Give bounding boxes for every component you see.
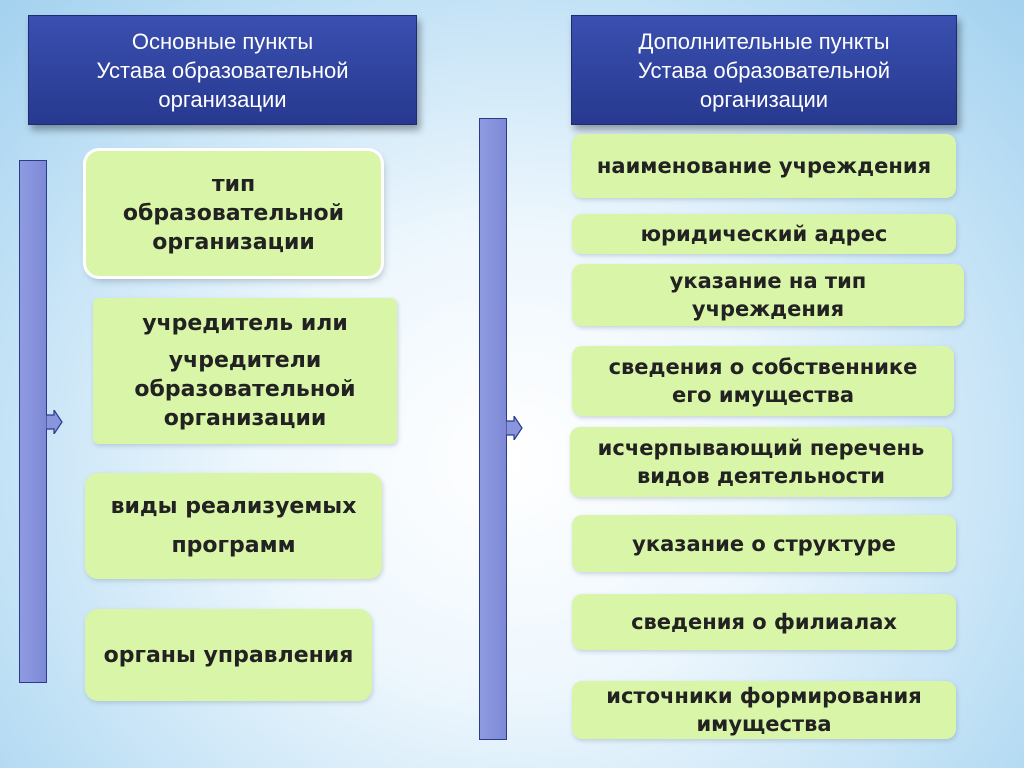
right-item-branches: сведения о филиалах <box>572 594 956 650</box>
item-line: органы управления <box>103 642 354 668</box>
left-item-programs: виды реализуемых программ <box>85 473 382 579</box>
right-bracket-bar <box>479 118 507 740</box>
left-header-line: Устава образовательной <box>96 58 349 83</box>
left-bracket-bar <box>19 160 47 683</box>
left-header: Основные пункты Устава образовательной о… <box>28 15 417 125</box>
right-item-institution-type: указание на тип учреждения <box>572 264 964 326</box>
left-header-line: Основные пункты <box>131 29 314 54</box>
item-line: его имущества <box>671 383 855 407</box>
right-header-line: Устава образовательной <box>638 58 890 83</box>
item-line: образовательной <box>122 201 345 226</box>
item-line: учреждения <box>691 297 845 321</box>
item-line: видов деятельности <box>636 464 886 488</box>
item-line: юридический адрес <box>640 222 888 246</box>
right-header-line: организации <box>699 87 829 112</box>
right-item-activities: исчерпывающий перечень видов деятельност… <box>570 427 952 497</box>
left-header-line: организации <box>158 87 287 112</box>
left-item-school-type: тип образовательной организации <box>86 151 381 276</box>
item-line: указание о структуре <box>632 531 896 556</box>
right-arrow-icon <box>46 410 63 434</box>
right-item-name: наименование учреждения <box>572 134 956 198</box>
right-item-legal-address: юридический адрес <box>572 214 956 254</box>
right-header-line: Дополнительные пункты <box>638 29 890 54</box>
right-arrow-icon <box>506 416 523 440</box>
item-line: организации <box>163 406 327 431</box>
left-item-founder: учредитель или учредители образовательно… <box>93 298 397 444</box>
right-header: Дополнительные пункты Устава образовател… <box>571 15 957 125</box>
item-line: указание на тип <box>669 269 867 293</box>
item-line: программ <box>171 533 296 558</box>
item-line: сведения о собственнике <box>608 355 918 379</box>
right-item-owner-info: сведения о собственнике его имущества <box>572 346 954 416</box>
item-line: имущества <box>696 712 832 736</box>
item-line: исчерпывающий перечень <box>597 436 925 460</box>
item-line: образовательной <box>134 377 356 402</box>
item-line: тип <box>211 172 256 197</box>
item-line: организации <box>152 230 315 255</box>
item-line: учредители <box>168 348 322 373</box>
right-item-property-sources: источники формирования имущества <box>572 681 956 739</box>
item-line: сведения о филиалах <box>631 610 897 634</box>
item-line: учредитель или <box>142 311 348 336</box>
item-line: виды реализуемых <box>110 494 357 519</box>
right-item-structure: указание о структуре <box>572 515 956 572</box>
item-line: наименование учреждения <box>596 154 932 178</box>
item-line: источники формирования <box>606 684 922 708</box>
left-item-governance: органы управления <box>85 609 372 701</box>
